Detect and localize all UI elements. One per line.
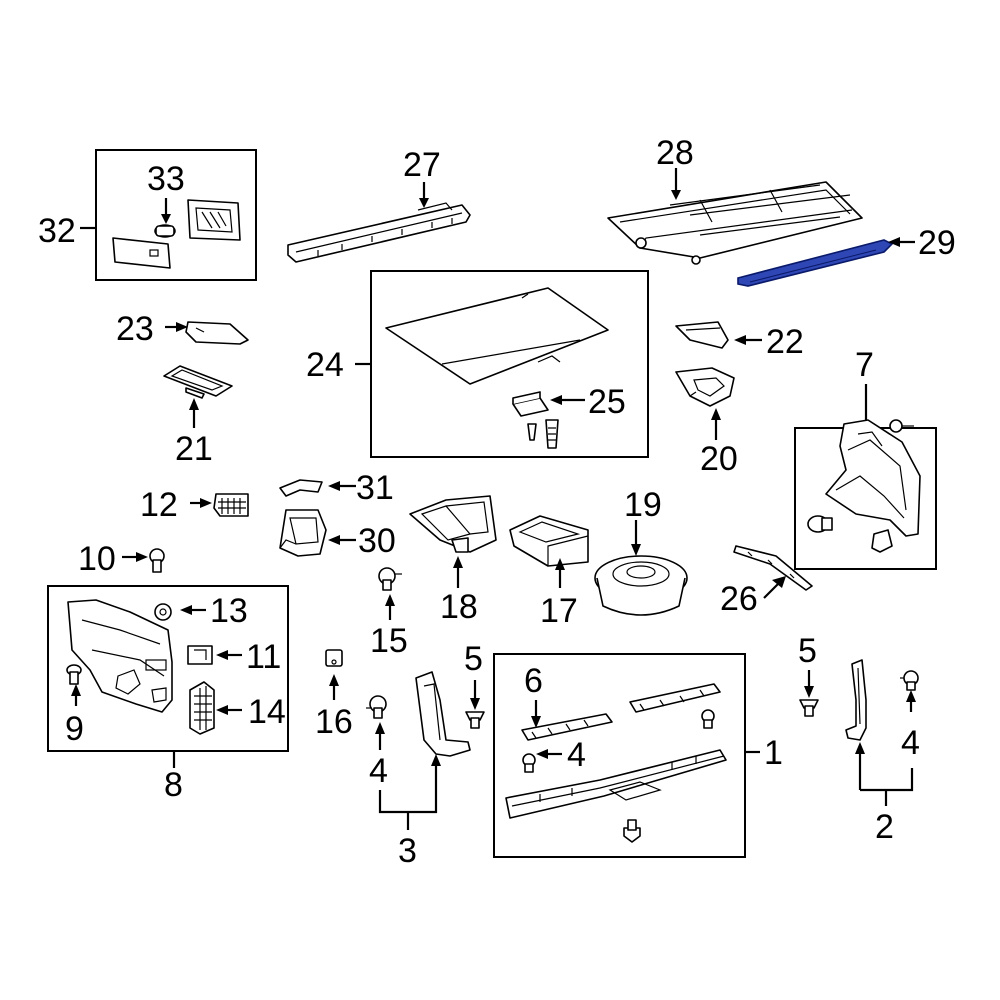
- label-25: 25: [588, 383, 626, 421]
- part-1-rear-sill[interactable]: [505, 749, 727, 819]
- part-30-bracket[interactable]: [279, 509, 327, 557]
- part-20-bracket[interactable]: [675, 367, 735, 407]
- group-box-1: [493, 653, 760, 858]
- label-18: 18: [440, 588, 478, 626]
- part-5-clip-right[interactable]: [799, 699, 819, 717]
- part-14-grille[interactable]: [189, 681, 215, 735]
- label-28: 28: [656, 134, 694, 172]
- part-1-clip-upper[interactable]: [701, 709, 715, 729]
- label-16: 16: [315, 703, 353, 741]
- label-24: 24: [306, 346, 344, 384]
- label-5-right: 5: [798, 632, 817, 670]
- label-33: 33: [147, 160, 185, 198]
- group-box-8: [47, 585, 289, 768]
- label-4-left: 4: [369, 752, 388, 790]
- part-7-bracket[interactable]: [871, 529, 893, 553]
- label-2: 2: [875, 808, 894, 846]
- group-box-32: [80, 149, 257, 281]
- part-24-bolt[interactable]: [527, 419, 559, 449]
- part-7-clip[interactable]: [889, 419, 914, 433]
- part-21-tray[interactable]: [163, 365, 233, 399]
- part-6-scuff-plate[interactable]: [521, 713, 613, 741]
- part-13-nut[interactable]: [154, 603, 172, 621]
- part-15-bolt[interactable]: [378, 567, 402, 591]
- part-24-deck-board[interactable]: [385, 287, 609, 385]
- part-1-clip-bottom[interactable]: [623, 819, 641, 843]
- part-7-grommet[interactable]: [807, 515, 833, 533]
- part-2-pillar-trim-right[interactable]: [845, 659, 867, 741]
- part-7-quarter-panel[interactable]: [825, 419, 921, 537]
- label-4-right: 4: [901, 724, 920, 762]
- label-1: 1: [764, 734, 783, 772]
- part-1-upper-plate[interactable]: [629, 683, 721, 713]
- part-8-side-trim-panel[interactable]: [67, 599, 173, 713]
- label-17: 17: [540, 592, 578, 630]
- label-9: 9: [65, 710, 84, 748]
- label-4-box: 4: [567, 736, 586, 774]
- part-10-clip[interactable]: [149, 548, 165, 573]
- label-26: 26: [720, 580, 758, 618]
- part-29-highlighted-trim[interactable]: [737, 239, 894, 287]
- label-15: 15: [370, 622, 408, 660]
- part-5-clip-left[interactable]: [465, 711, 485, 729]
- label-20: 20: [700, 440, 738, 478]
- part-11-clip[interactable]: [187, 645, 213, 665]
- part-4-bolt-left[interactable]: [366, 695, 387, 719]
- label-8: 8: [164, 766, 183, 804]
- callout-labels: 1 2 3 4 4 4 5 5 6 7 8 9 10 11 12 13 14 1…: [38, 134, 956, 870]
- part-18-storage-bracket[interactable]: [409, 495, 497, 553]
- label-32: 32: [38, 212, 76, 250]
- part-26-bracket[interactable]: [733, 545, 813, 591]
- label-31: 31: [356, 469, 394, 507]
- part-32-lamp-housing[interactable]: [187, 199, 241, 241]
- part-19-spare-tire-cover[interactable]: [594, 555, 688, 616]
- label-5-left: 5: [464, 640, 483, 678]
- label-12: 12: [140, 486, 178, 524]
- part-32-lamp-cover[interactable]: [112, 237, 171, 269]
- label-29: 29: [918, 224, 956, 262]
- part-22-cover[interactable]: [675, 321, 729, 349]
- part-28-tonneau-cover[interactable]: [607, 181, 863, 265]
- label-10: 10: [78, 540, 116, 578]
- label-7: 7: [855, 346, 874, 384]
- label-6: 6: [524, 662, 543, 700]
- part-16-clip[interactable]: [325, 649, 343, 667]
- label-23: 23: [116, 310, 154, 348]
- part-33-clip[interactable]: [154, 224, 176, 238]
- part-27-trim-rail[interactable]: [287, 202, 471, 263]
- label-19: 19: [624, 486, 662, 524]
- group-box-24: [355, 270, 649, 458]
- part-23-cover[interactable]: [185, 321, 249, 345]
- part-3-pillar-trim[interactable]: [415, 671, 471, 757]
- label-3: 3: [398, 832, 417, 870]
- label-27: 27: [403, 146, 441, 184]
- part-9-grommet[interactable]: [66, 664, 82, 685]
- label-13: 13: [210, 592, 248, 630]
- part-25-block[interactable]: [512, 391, 549, 417]
- label-30: 30: [358, 522, 396, 560]
- label-21: 21: [175, 430, 213, 468]
- part-12-vent[interactable]: [213, 493, 249, 517]
- part-4-clip-box[interactable]: [522, 753, 536, 773]
- label-14: 14: [248, 693, 286, 731]
- label-11: 11: [246, 638, 281, 676]
- part-31-hook[interactable]: [279, 479, 323, 497]
- part-4-bolt-right[interactable]: [900, 670, 919, 691]
- part-17-box[interactable]: [509, 515, 589, 567]
- label-22: 22: [766, 323, 804, 361]
